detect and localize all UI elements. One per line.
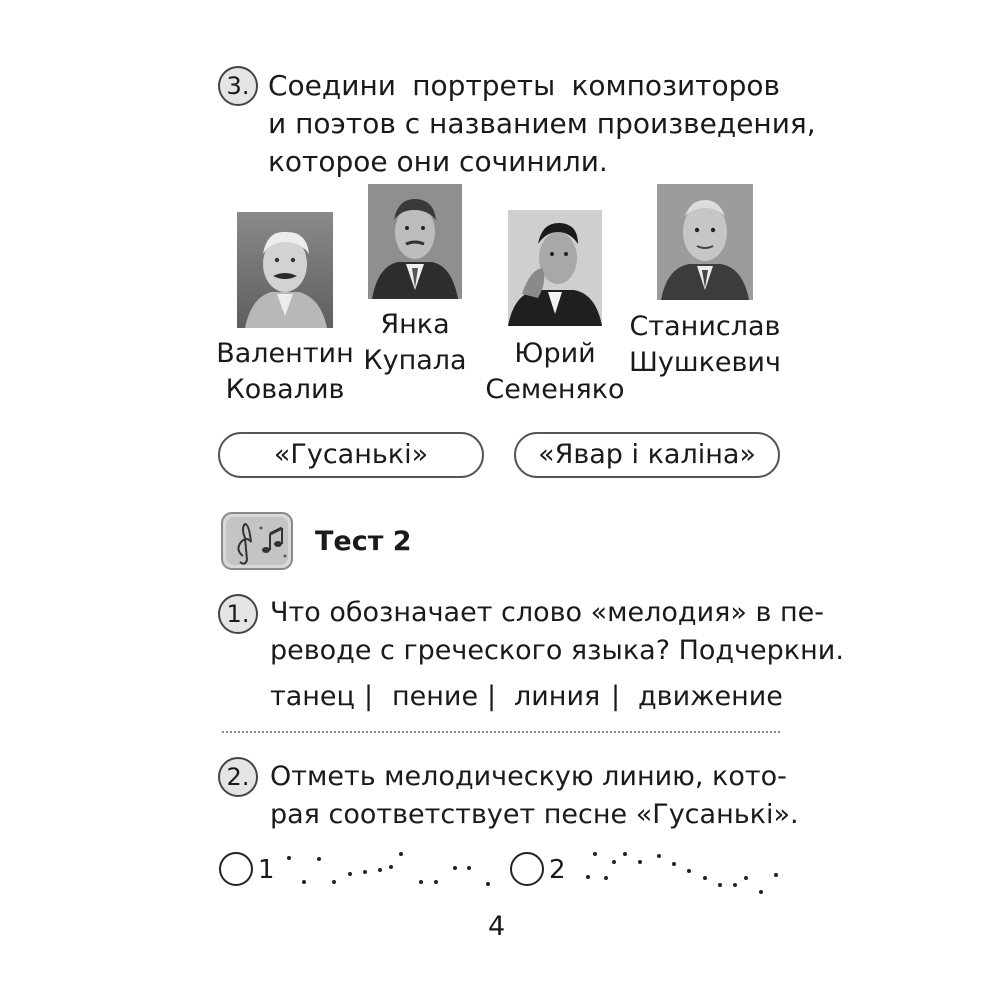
melody-2-dot — [718, 883, 722, 887]
melody-1-dot — [486, 882, 490, 886]
melody-1-dot — [363, 870, 367, 874]
melody-1-dot — [419, 880, 423, 884]
melody-2-dot — [612, 860, 616, 864]
melody-2-dot — [672, 862, 676, 866]
page-number: 4 — [488, 911, 506, 942]
question-text-line: реводе с греческого языка? Подчеркни. — [270, 635, 844, 666]
option-separator: | — [611, 681, 621, 712]
song-option-gusanki[interactable]: «Гусанькі» — [218, 432, 484, 478]
melody-1-dot — [348, 872, 352, 876]
melody-2-dot — [586, 875, 590, 879]
melody-2-dot — [703, 876, 707, 880]
melody-1-dot — [302, 880, 306, 884]
melody-option-2-label: 2 — [549, 855, 566, 885]
composer-name: Станислав — [629, 311, 781, 342]
melody-2-dot — [744, 876, 748, 880]
question-text-line: Что обозначает слово «мелодия» в пе- — [270, 597, 824, 628]
poet-name: Янка — [380, 309, 450, 340]
task-text-line: Соедини портреты композиторов — [268, 69, 780, 102]
answer-option-tanets[interactable]: танец — [270, 681, 355, 712]
composer-name: Ковалив — [225, 374, 345, 405]
question-number-badge: 1. — [218, 594, 258, 634]
portrait-kovaliv — [237, 212, 333, 328]
melody-2-dot — [759, 890, 763, 894]
melody-2-dot — [604, 876, 608, 880]
melody-option-1-checkbox[interactable] — [219, 852, 253, 886]
portrait-shushkevich — [657, 184, 753, 300]
melody-2-dot — [623, 852, 627, 856]
melody-2-dot — [593, 852, 597, 856]
melody-1-dot — [317, 857, 321, 861]
melody-1-dot — [467, 866, 471, 870]
melody-2-dot — [657, 854, 661, 858]
task-number-badge: 3. — [218, 66, 258, 106]
melody-2-dot — [638, 860, 642, 864]
task-text-line: которое они сочинили. — [268, 145, 608, 178]
option-separator: | — [487, 681, 497, 712]
melody-2-dot — [687, 869, 691, 873]
poet-name: Купала — [363, 345, 467, 376]
question-number-badge: 2. — [218, 757, 258, 797]
song-option-yavar[interactable]: «Явар і каліна» — [514, 432, 780, 478]
composer-name: Шушкевич — [629, 347, 781, 378]
dotted-separator — [222, 731, 780, 733]
melody-1-dot — [332, 880, 336, 884]
answer-option-liniya[interactable]: линия — [514, 681, 601, 712]
melody-1-dot — [378, 868, 382, 872]
answer-option-dvizhenie[interactable]: движение — [638, 681, 783, 712]
test-title: Тест 2 — [315, 526, 412, 557]
option-separator: | — [364, 681, 374, 712]
portrait-kupala — [368, 184, 462, 299]
melody-1-dot — [287, 856, 291, 860]
composer-name: Семеняко — [485, 374, 625, 405]
question-text-line: рая соответствует песне «Гусанькі». — [270, 799, 799, 830]
melody-1-dot — [453, 866, 457, 870]
answer-option-penie[interactable]: пение — [392, 681, 479, 712]
melody-1-dot — [434, 880, 438, 884]
composer-name: Юрий — [514, 338, 596, 369]
melody-1-dot — [389, 865, 393, 869]
question-text-line: Отметь мелодическую линию, кото- — [270, 761, 787, 792]
music-notes-icon — [221, 512, 293, 570]
melody-1-dot — [399, 852, 403, 856]
composer-name: Валентин — [216, 338, 354, 369]
melody-option-2-checkbox[interactable] — [510, 852, 544, 886]
melody-2-dot — [733, 883, 737, 887]
task-text-line: и поэтов с названием произведения, — [268, 107, 816, 140]
melody-2-dot — [774, 873, 778, 877]
portrait-semenyako — [508, 210, 602, 326]
melody-option-1-label: 1 — [258, 855, 275, 885]
